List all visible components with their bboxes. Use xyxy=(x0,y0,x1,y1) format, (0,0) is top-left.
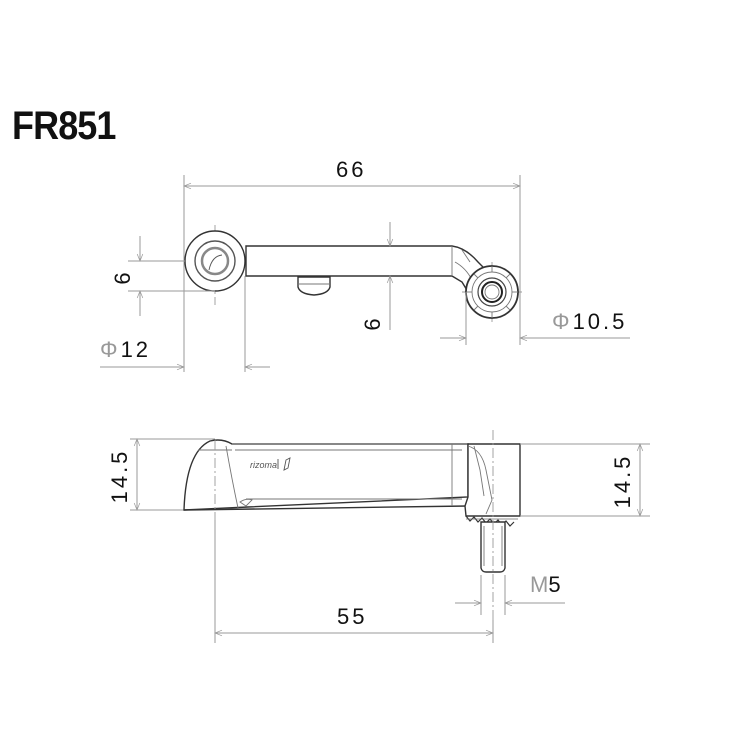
bracket-arm-top xyxy=(245,245,493,308)
top-view: 66 xyxy=(100,157,630,372)
left-eye-ring xyxy=(184,230,246,292)
svg-text:14.5: 14.5 xyxy=(610,454,635,509)
svg-text:Φ10.5: Φ10.5 xyxy=(552,309,627,334)
dimension-right-eye-diameter: Φ10.5 xyxy=(440,292,630,345)
bracket-head-side xyxy=(451,443,521,573)
svg-text:Φ12: Φ12 xyxy=(100,337,151,362)
svg-text:55: 55 xyxy=(337,604,367,629)
dimension-arm-offset: 6 xyxy=(360,222,394,331)
dimension-bolt-spacing: 55 xyxy=(214,520,494,643)
dimension-overall-length: 66 xyxy=(183,157,521,372)
side-view: 14.5 rizoma xyxy=(107,430,650,643)
svg-text:6: 6 xyxy=(360,315,385,330)
svg-text:6: 6 xyxy=(110,269,135,284)
svg-text:M5: M5 xyxy=(530,572,564,597)
dimension-thread-size: M5 xyxy=(455,572,565,615)
right-eye-ring xyxy=(465,265,519,319)
dimension-right-height: 14.5 xyxy=(520,443,650,517)
dimension-left-eye-diameter: Φ12 xyxy=(100,276,270,372)
part-number-title: FR851 xyxy=(12,104,116,148)
svg-text:14.5: 14.5 xyxy=(107,449,132,504)
svg-text:rizoma: rizoma xyxy=(250,460,277,470)
svg-text:66: 66 xyxy=(336,157,366,182)
dimension-left-offset: 6 xyxy=(110,236,215,316)
dimension-left-height: 14.5 xyxy=(107,438,215,511)
